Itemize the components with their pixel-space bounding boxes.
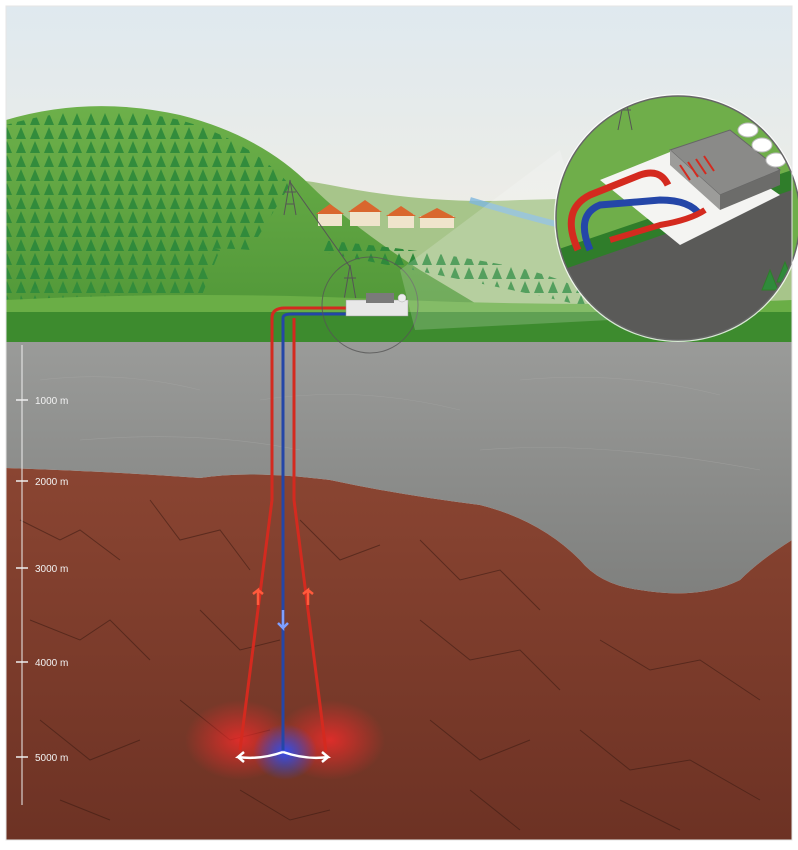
flow-arrow-icon: [235, 587, 331, 763]
heat-exchanger-fins: [679, 155, 715, 181]
surface-pipe-cold: [281, 312, 360, 319]
tree-row: [320, 240, 600, 310]
village: [316, 200, 456, 228]
depth-label-2000: 2000 m: [35, 477, 68, 488]
sediment-texture: [39, 376, 761, 471]
production-well-right: [292, 318, 328, 753]
depth-scale: 1000 m 2000 m 3000 m 4000 m 5000 m: [16, 345, 68, 805]
sediment-layer: [6, 342, 792, 594]
grass-surface: [6, 306, 792, 342]
pylon-icon: [283, 179, 357, 301]
depth-label-1000: 1000 m: [35, 396, 68, 407]
focus-circle: [321, 256, 419, 354]
depth-label-5000: 5000 m: [35, 753, 68, 764]
figure-frame: [5, 5, 793, 841]
power-plant-icon: [345, 293, 409, 317]
inset-pipe-hot: [567, 169, 672, 252]
depth-label-3000: 3000 m: [35, 564, 68, 575]
inset-pipe-cold: [580, 196, 703, 252]
forest-trees-lower: [20, 232, 220, 305]
depth-label-4000: 4000 m: [35, 658, 68, 669]
storage-tank-icon: [737, 122, 787, 168]
surface-pipe-hot: [270, 306, 360, 319]
production-well-left: [238, 318, 274, 751]
magnified-inset: [554, 94, 798, 342]
